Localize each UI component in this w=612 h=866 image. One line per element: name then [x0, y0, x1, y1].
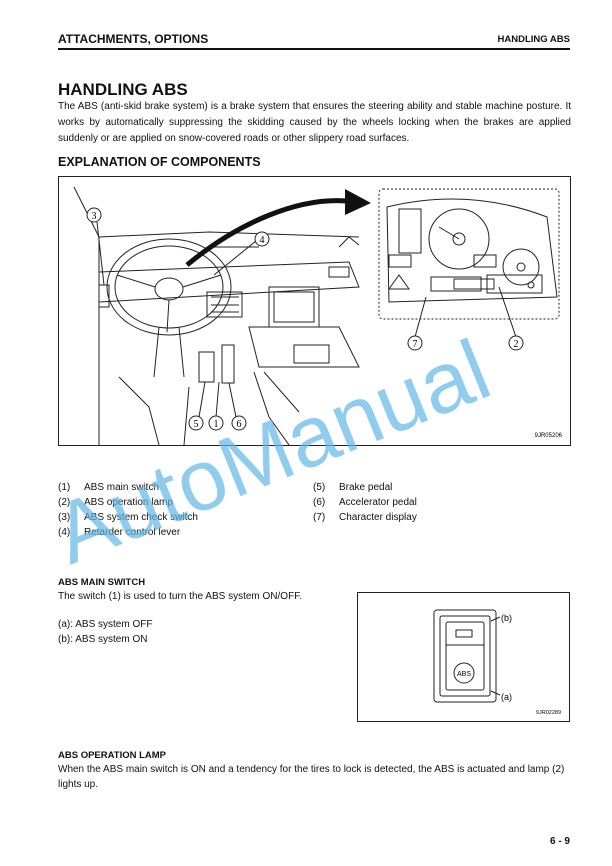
- abs-switch-figure: ABS (b) (a) 9JR02289: [357, 592, 570, 722]
- callout-7: 7: [413, 339, 418, 350]
- page-header: ATTACHMENTS, OPTIONS HANDLING ABS: [58, 30, 570, 50]
- main-switch-state-b: (b): ABS system ON: [58, 634, 148, 645]
- legend-item: (5)Brake pedal: [313, 482, 393, 493]
- callout-1: 1: [214, 419, 219, 430]
- callout-3: 3: [92, 211, 97, 222]
- switch-label-a: (a): [501, 692, 512, 702]
- components-figure: 3 4 7 2 5 1 6 9JR05206: [58, 176, 571, 446]
- switch-abs-text: ABS: [457, 671, 471, 678]
- page-title: HANDLING ABS: [58, 80, 188, 99]
- callout-5: 5: [194, 419, 199, 430]
- main-switch-heading: ABS MAIN SWITCH: [58, 577, 146, 588]
- operation-lamp-heading: ABS OPERATION LAMP: [58, 750, 167, 761]
- callout-4: 4: [260, 235, 265, 246]
- legend-item: (1)ABS main switch: [58, 482, 160, 493]
- header-topic: HANDLING ABS: [497, 34, 570, 45]
- legend-item: (2)ABS operation lamp: [58, 497, 173, 508]
- callout-2: 2: [514, 339, 519, 350]
- components-heading: EXPLANATION OF COMPONENTS: [58, 155, 261, 169]
- legend-right: (5)Brake pedal (6)Accelerator pedal (7)C…: [313, 480, 417, 525]
- intro-paragraph: The ABS (anti-skid brake system) is a br…: [58, 101, 571, 144]
- legend-item: (6)Accelerator pedal: [313, 497, 417, 508]
- page-number: 6 - 9: [549, 836, 570, 847]
- legend-item: (4)Retarder control lever: [58, 527, 181, 538]
- switch-figure-code: 9JR02289: [536, 710, 561, 716]
- switch-label-b: (b): [501, 613, 512, 623]
- main-switch-state-a: (a): ABS system OFF: [58, 619, 153, 630]
- legend-item: (3)ABS system check switch: [58, 512, 198, 523]
- header-section: ATTACHMENTS, OPTIONS: [58, 32, 209, 46]
- callout-6: 6: [237, 419, 242, 430]
- figure-code: 9JR05206: [535, 433, 563, 439]
- abs-switch-drawing: ABS (b) (a) 9JR02289: [433, 609, 561, 716]
- legend-left: (1)ABS main switch (2)ABS operation lamp…: [58, 480, 198, 540]
- main-switch-text: The switch (1) is used to turn the ABS s…: [58, 591, 302, 602]
- operation-lamp-text: When the ABS main switch is ON and a ten…: [58, 764, 565, 790]
- legend-item: (7)Character display: [313, 512, 417, 523]
- cab-illustration: 3 4 7 2 5 1 6 9JR05206: [73, 186, 563, 445]
